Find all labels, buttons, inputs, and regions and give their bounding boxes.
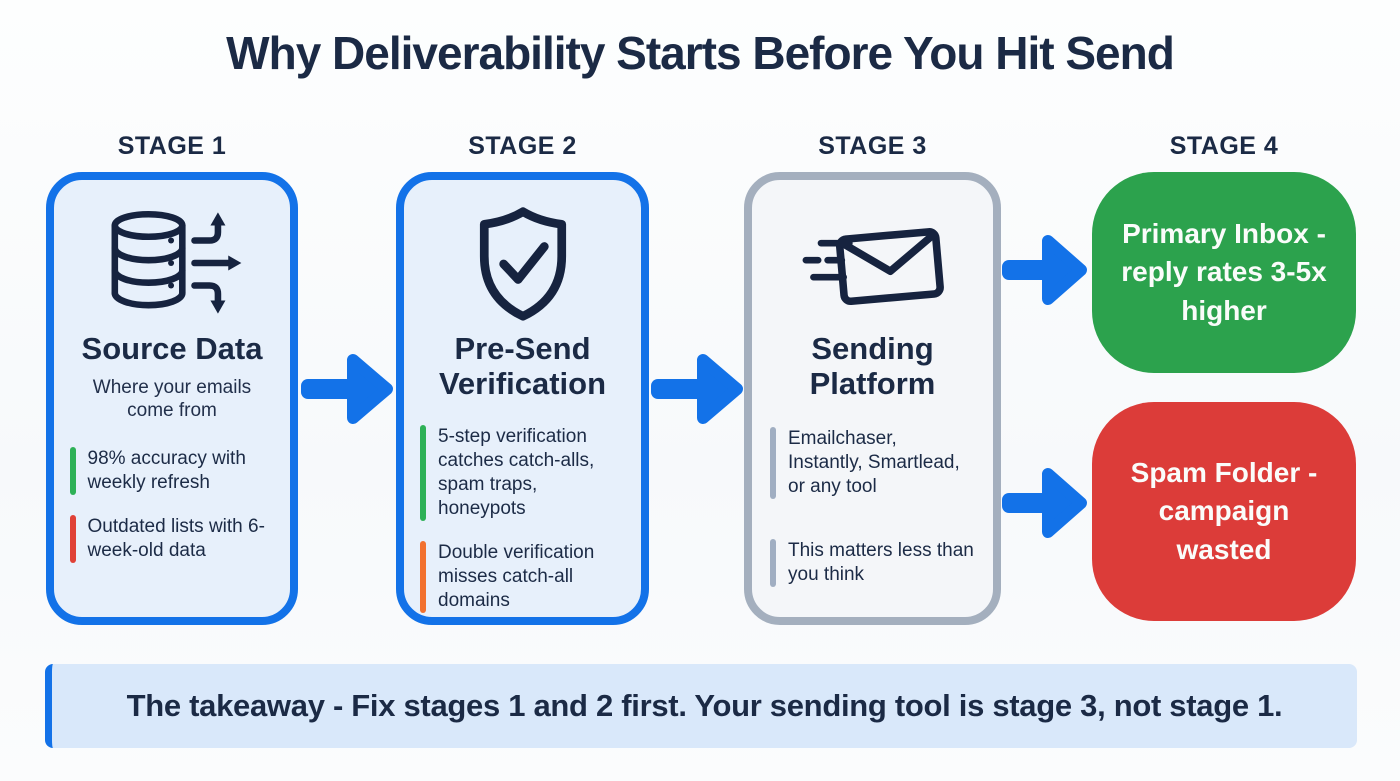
bullet-text: Double verification misses catch-all dom… bbox=[438, 542, 595, 612]
takeaway-text: The takeaway - Fix stages 1 and 2 first.… bbox=[126, 688, 1283, 723]
stage-2-card-title: Pre-Send Verification bbox=[438, 331, 607, 401]
stage-1-bullets: 98% accuracy with weekly refresh Outdate… bbox=[69, 447, 275, 563]
spam-folder-text: Spam Folder - campaign wasted bbox=[1130, 456, 1318, 565]
stage-2-label: STAGE 2 bbox=[468, 132, 577, 160]
bullet-bar-orange bbox=[420, 541, 426, 613]
arrow-stage3-to-spam-folder bbox=[1002, 468, 1087, 538]
stage-2-bullets: 5-step verification catches catch-alls, … bbox=[420, 425, 625, 613]
stage-3-card-title: Sending Platform bbox=[809, 331, 936, 401]
speeding-email-icon bbox=[788, 202, 958, 324]
bullet-bar-gray bbox=[770, 427, 776, 500]
spam-folder-outcome: Spam Folder - campaign wasted bbox=[1092, 402, 1356, 621]
bullet-bar-gray bbox=[770, 539, 776, 588]
database-flow-icon bbox=[97, 202, 247, 324]
bullet-item: 98% accuracy with weekly refresh bbox=[69, 447, 275, 496]
bullet-text: Outdated lists with 6-week-old data bbox=[87, 516, 265, 562]
arrow-stage2-to-stage3 bbox=[651, 354, 743, 424]
arrow-stage1-to-stage2 bbox=[301, 354, 393, 424]
bullet-item: Outdated lists with 6-week-old data bbox=[69, 515, 275, 563]
shield-check-icon bbox=[462, 202, 584, 324]
stage-1-card: Source Data Where your emails come from … bbox=[46, 172, 298, 625]
bullet-text: This matters less than you think bbox=[788, 540, 974, 586]
stage-1-card-title: Source Data bbox=[81, 331, 263, 366]
stage-3-card: Sending Platform Emailchaser, Instantly,… bbox=[744, 172, 1001, 625]
bullet-item: Double verification misses catch-all dom… bbox=[420, 541, 625, 613]
bullet-item: Emailchaser, Instantly, Smartlead, or an… bbox=[770, 427, 975, 500]
stage-2-card: Pre-Send Verification 5-step verificatio… bbox=[396, 172, 649, 625]
primary-inbox-text: Primary Inbox - reply rates 3-5x higher bbox=[1121, 217, 1327, 326]
bullet-bar-green bbox=[69, 447, 76, 496]
bullet-text: 98% accuracy with weekly refresh bbox=[87, 448, 246, 494]
bullet-item: This matters less than you think bbox=[770, 539, 975, 588]
arrow-stage3-to-primary-inbox bbox=[1002, 235, 1087, 305]
bullet-text: 5-step verification catches catch-alls, … bbox=[438, 426, 595, 520]
bullet-text: Emailchaser, Instantly, Smartlead, or an… bbox=[788, 428, 960, 498]
stage-1-card-subtitle: Where your emails come from bbox=[92, 376, 252, 422]
takeaway-banner: The takeaway - Fix stages 1 and 2 first.… bbox=[45, 664, 1357, 748]
bullet-bar-red bbox=[69, 515, 76, 563]
stage-4-label: STAGE 4 bbox=[1169, 132, 1279, 160]
stage-3-bullets: Emailchaser, Instantly, Smartlead, or an… bbox=[770, 427, 975, 588]
page-title: Why Deliverability Starts Before You Hit… bbox=[226, 27, 1175, 79]
primary-inbox-outcome: Primary Inbox - reply rates 3-5x higher bbox=[1092, 172, 1356, 373]
stage-3-label: STAGE 3 bbox=[818, 132, 927, 160]
bullet-item: 5-step verification catches catch-alls, … bbox=[420, 425, 625, 522]
stage-1-label: STAGE 1 bbox=[117, 132, 227, 160]
bullet-bar-green bbox=[420, 425, 426, 522]
